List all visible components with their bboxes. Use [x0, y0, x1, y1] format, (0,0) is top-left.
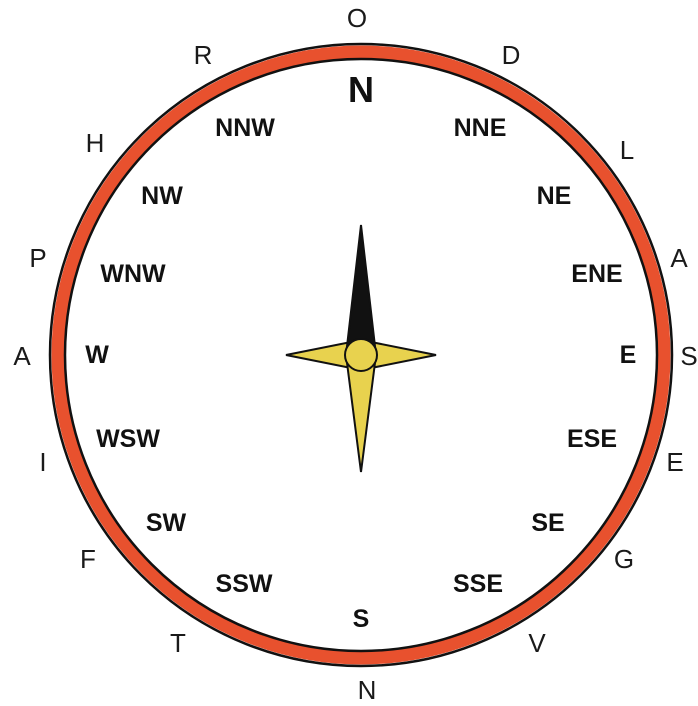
direction-label-nne: NNE: [454, 114, 507, 142]
outer-letter-12: A: [13, 341, 31, 371]
direction-label-wnw: WNW: [100, 260, 166, 288]
direction-label-se: SE: [531, 509, 564, 537]
cardinal-north-label: N: [348, 69, 374, 110]
direction-label-sse: SSE: [453, 570, 503, 598]
outer-letter-14: H: [86, 128, 105, 158]
outer-letter-2: L: [620, 135, 634, 165]
outer-letter-3: A: [670, 243, 688, 273]
direction-label-ssw: SSW: [216, 570, 273, 598]
direction-label-s: S: [353, 605, 370, 633]
outer-letter-6: G: [614, 544, 634, 574]
outer-letter-5: E: [666, 447, 683, 477]
needle-hub: [345, 339, 377, 371]
direction-label-nw: NW: [141, 182, 183, 210]
direction-label-ese: ESE: [567, 425, 617, 453]
outer-letter-13: P: [29, 243, 46, 273]
outer-letter-11: I: [39, 447, 46, 477]
outer-letter-10: F: [80, 544, 96, 574]
direction-label-sw: SW: [146, 509, 187, 537]
outer-letter-9: T: [170, 628, 186, 658]
direction-label-ne: NE: [537, 182, 572, 210]
direction-label-ene: ENE: [571, 260, 622, 288]
direction-label-e: E: [620, 341, 637, 369]
direction-label-wsw: WSW: [96, 425, 160, 453]
outer-letter-0: O: [347, 3, 367, 33]
direction-label-w: W: [85, 341, 109, 369]
outer-letter-4: S: [680, 341, 697, 371]
outer-letter-8: N: [358, 675, 377, 705]
outer-letter-1: D: [502, 40, 521, 70]
outer-letter-7: V: [528, 628, 546, 658]
direction-label-nnw: NNW: [215, 114, 275, 142]
outer-letter-15: R: [194, 40, 213, 70]
